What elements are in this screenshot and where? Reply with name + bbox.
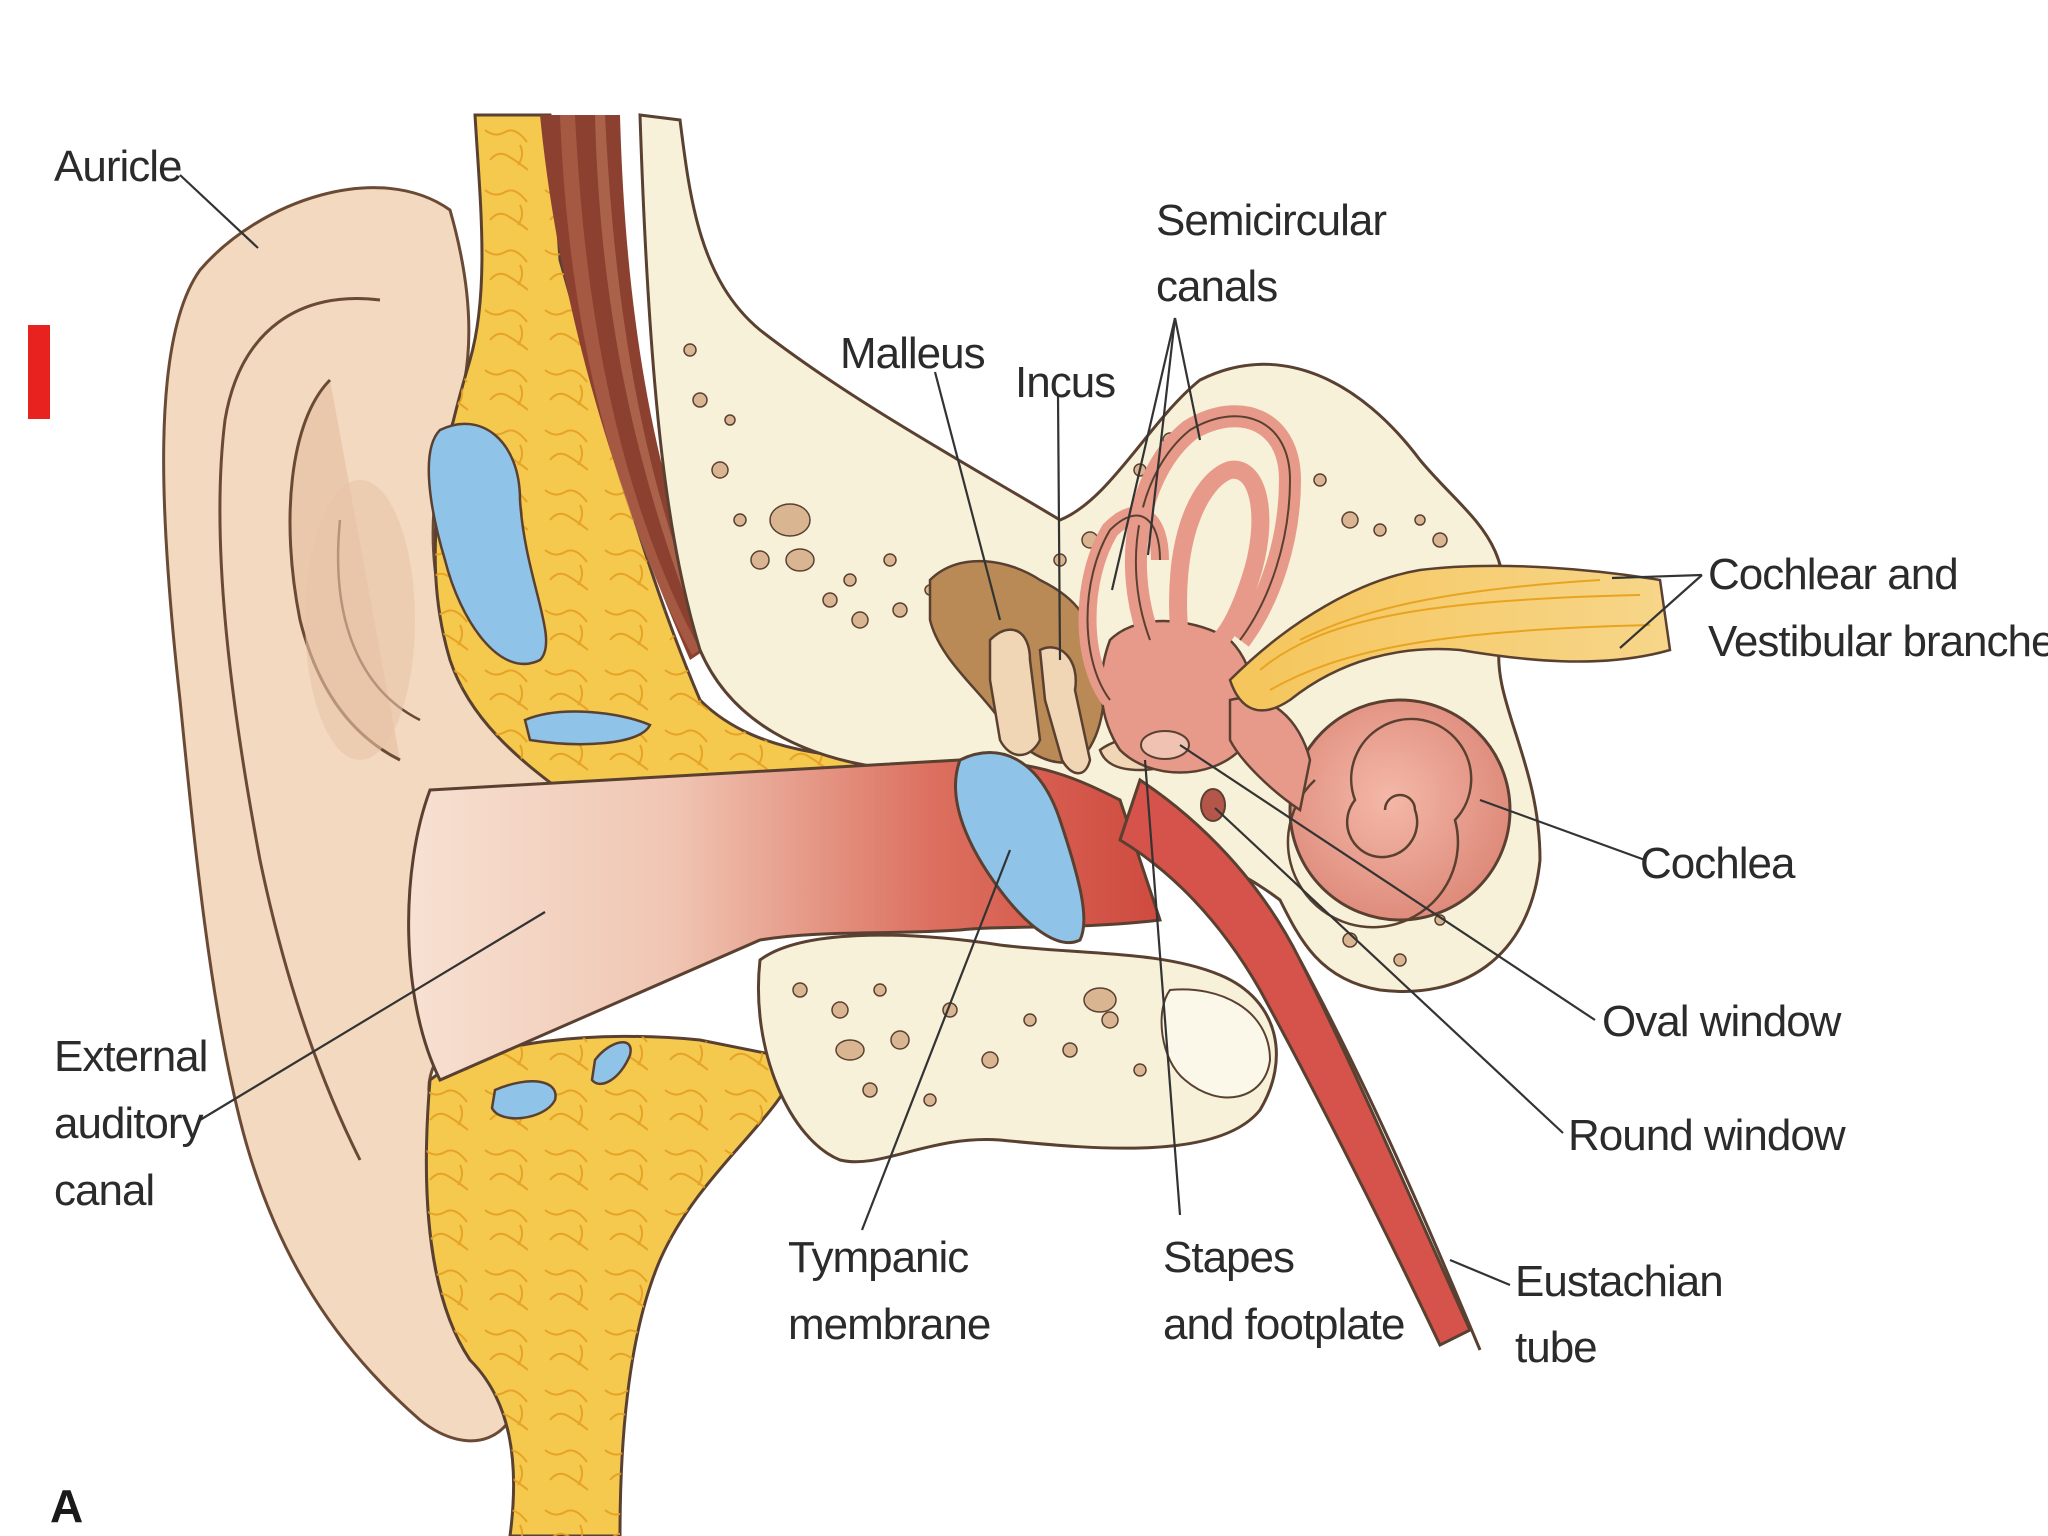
label-tympanic-membrane-2: membrane (788, 1300, 990, 1349)
label-round-window: Round window (1568, 1111, 1846, 1160)
label-eustachian-tube-1: Eustachian (1515, 1257, 1723, 1306)
label-tympanic-membrane-1: Tympanic (788, 1233, 968, 1282)
eustachian-tube-shape (1118, 777, 1472, 1348)
label-malleus: Malleus (840, 329, 985, 378)
label-semicircular-canals-1: Semicircular (1156, 196, 1386, 245)
label-stapes-2: and footplate (1163, 1300, 1404, 1349)
nerve-fibers (1259, 579, 1651, 691)
fluid-pocket-lower-2 (590, 1041, 632, 1086)
leader-lines (179, 174, 1703, 1287)
labyrinth (1078, 405, 1512, 929)
label-cochlear-vestibular-1: Cochlear and (1708, 550, 1958, 599)
label-cochlea: Cochlea (1640, 839, 1796, 888)
auricle-shape (162, 186, 562, 1443)
label-external-canal-1: External (54, 1032, 207, 1081)
accent-bar (28, 325, 50, 419)
fluid-pocket-lower-1 (490, 1080, 557, 1120)
label-auricle: Auricle (54, 142, 182, 191)
bone-speckles (683, 343, 1507, 1107)
tympanic-membrane-shape (954, 751, 1086, 945)
label-incus: Incus (1015, 358, 1115, 407)
label-oval-window: Oval window (1602, 997, 1842, 1046)
label-external-canal-2: auditory (54, 1099, 204, 1148)
fluid-pocket-mid (523, 710, 652, 746)
panel-letter: A (50, 1480, 83, 1532)
eustachian-tube-wall (1298, 959, 1482, 1351)
label-stapes-1: Stapes (1163, 1233, 1294, 1282)
labels: Auricle Semicircular canals Malleus Incu… (50, 142, 2048, 1532)
label-cochlear-vestibular-2: Vestibular branches (1708, 617, 2048, 666)
label-eustachian-tube-2: tube (1515, 1323, 1597, 1372)
label-semicircular-canals-2: canals (1156, 262, 1277, 311)
fluid-pocket-upper (427, 422, 548, 666)
label-external-canal-3: canal (54, 1166, 154, 1215)
